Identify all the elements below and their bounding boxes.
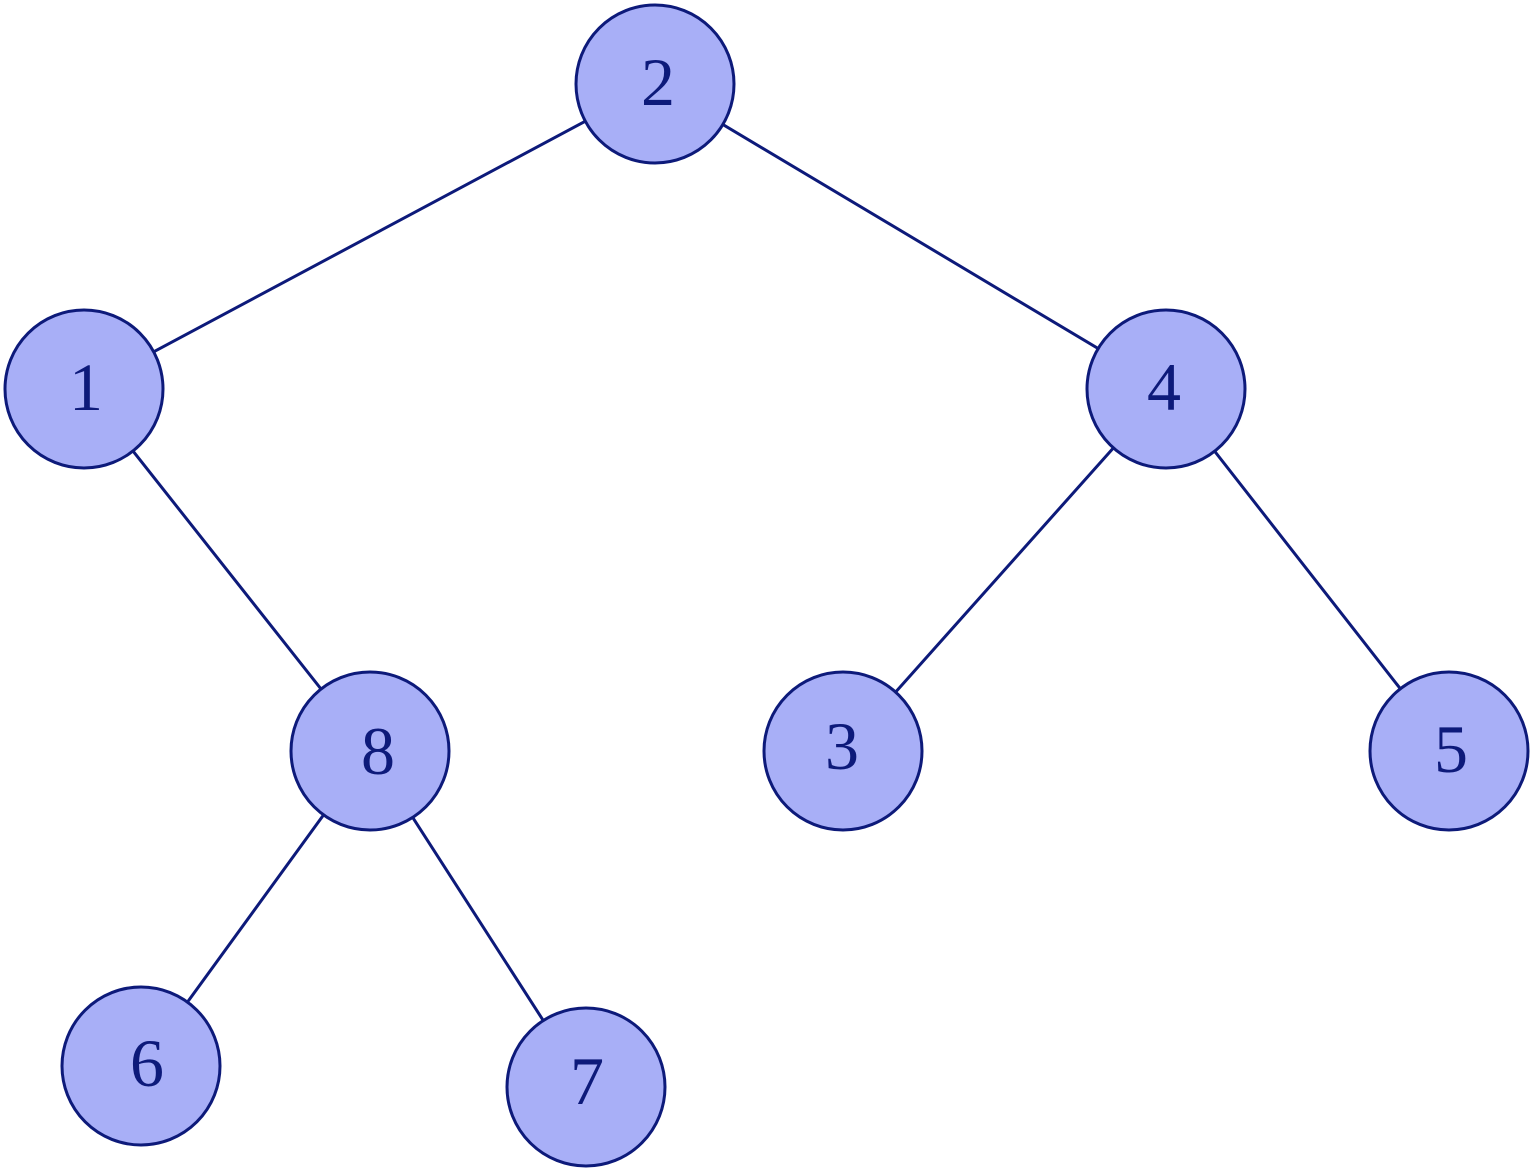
node-label: 6	[130, 1025, 164, 1101]
node-label: 3	[825, 708, 859, 784]
tree-node-1: 1	[3, 308, 165, 470]
node-label: 7	[570, 1043, 604, 1119]
tree-node-7: 7	[505, 1006, 667, 1168]
edge-2-1	[82, 82, 657, 391]
tree-node-5: 5	[1368, 670, 1530, 832]
node-label: 5	[1434, 711, 1468, 787]
node-label: 2	[641, 44, 675, 120]
nodes: 2 1 4 8 3 5 6 7	[3, 3, 1530, 1168]
node-circle	[574, 3, 736, 165]
node-circle	[3, 308, 165, 470]
tree-node-2: 2	[574, 3, 736, 165]
node-label: 8	[361, 713, 395, 789]
edge-2-4	[653, 82, 1168, 391]
tree-node-4: 4	[1085, 308, 1247, 470]
node-circle	[762, 670, 924, 832]
edges	[82, 82, 1451, 1089]
node-circle	[1085, 308, 1247, 470]
node-label: 1	[69, 349, 103, 425]
tree-node-3: 3	[762, 670, 924, 832]
tree-node-6: 6	[60, 985, 222, 1147]
node-circle	[60, 985, 222, 1147]
node-circle	[1368, 670, 1530, 832]
node-label: 4	[1147, 349, 1181, 425]
tree-node-8: 8	[289, 670, 451, 832]
node-circle	[289, 670, 451, 832]
node-circle	[505, 1006, 667, 1168]
edge-4-3	[841, 387, 1168, 753]
